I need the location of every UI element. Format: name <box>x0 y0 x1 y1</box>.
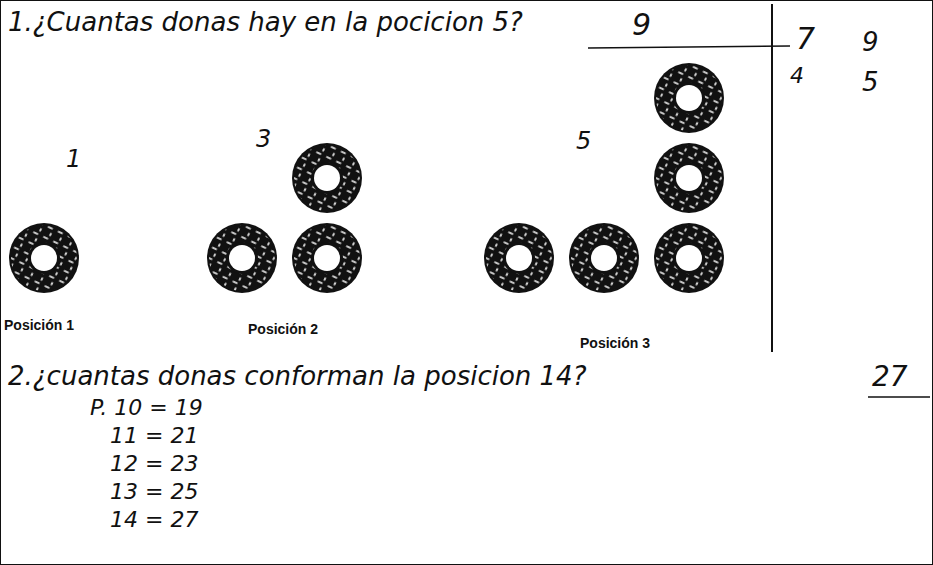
position-caption: Posición 2 <box>248 322 318 337</box>
answer-text: 9 <box>632 8 651 41</box>
work-line: 11 = 21 <box>110 424 198 448</box>
answer-text: 27 <box>872 362 908 393</box>
work-line: P. 10 = 19 <box>90 396 203 420</box>
note-number: 7 <box>796 22 815 55</box>
position-caption: Posición 3 <box>580 336 650 351</box>
position-caption: Posición 1 <box>4 318 74 333</box>
note-number: 4 <box>790 64 804 88</box>
question-text: 1.¿Cuantas donas hay en la pocicion 5? <box>8 8 523 37</box>
work-line: 14 = 27 <box>110 508 198 532</box>
note-number: 9 <box>862 28 879 57</box>
work-line: 13 = 25 <box>110 480 198 504</box>
work-line: 12 = 23 <box>110 452 198 476</box>
count-number: 5 <box>576 128 591 154</box>
count-number: 1 <box>66 146 81 172</box>
question-text: 2.¿cuantas donas conforman la posicion 1… <box>8 362 586 391</box>
count-number: 3 <box>256 126 271 152</box>
note-number: 5 <box>862 68 879 97</box>
